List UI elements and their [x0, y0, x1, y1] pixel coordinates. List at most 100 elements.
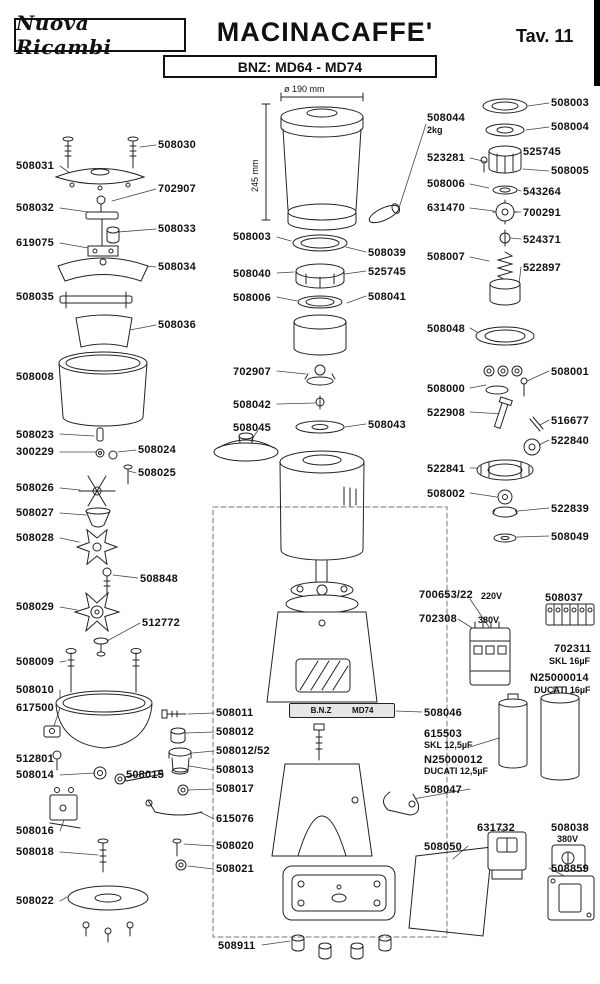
adjuster-parts-drawings	[145, 709, 203, 871]
part-label-525745-a: 525745	[368, 266, 406, 278]
part-label-508043: 508043	[368, 419, 406, 431]
part-label-508048: 508048	[427, 323, 465, 335]
part-label-508036: 508036	[158, 319, 196, 331]
table-number: Tav. 11	[516, 26, 574, 46]
part-label-508039: 508039	[368, 247, 406, 259]
dashed-group-box	[212, 506, 448, 938]
part-label-508012: 508012	[216, 726, 254, 738]
part-label-508029: 508029	[16, 601, 54, 613]
part-label-522897: 522897	[523, 262, 561, 274]
part-label-508035: 508035	[16, 291, 54, 303]
dim-label-diameter: ø 190 mm	[284, 84, 325, 94]
clamp-and-panel-drawings	[383, 791, 493, 937]
part-label-702907-b: 702907	[233, 366, 271, 378]
cap-label-skl125: SKL 12,5µF	[424, 740, 473, 750]
neck-stack-drawings	[292, 234, 348, 434]
part-label-508020: 508020	[216, 840, 254, 852]
page-title: MACINACAFFE'	[216, 17, 434, 47]
base-plate-drawing	[282, 865, 396, 960]
part-label-508018: 508018	[16, 846, 54, 858]
part-label-508000: 508000	[427, 383, 465, 395]
part-label-508005: 508005	[551, 165, 589, 177]
part-label-508024: 508024	[138, 444, 176, 456]
part-label-522841: 522841	[427, 463, 465, 475]
part-label-516677: 516677	[551, 415, 589, 427]
lid-assembly-drawings	[54, 136, 149, 348]
lid-dome-drawing	[213, 432, 279, 462]
part-label-508033: 508033	[158, 223, 196, 235]
part-label-508050: 508050	[424, 841, 462, 853]
gear-drive-drawings	[476, 365, 544, 543]
part-label-508023: 508023	[16, 429, 54, 441]
part-label-619075: 619075	[16, 237, 54, 249]
part-label-508003-b: 508003	[551, 97, 589, 109]
nameplate-brand: B.N.Z	[310, 706, 332, 715]
part-label-508006-b: 508006	[233, 292, 271, 304]
part-label-508041: 508041	[368, 291, 406, 303]
upper-bearing-drawings	[475, 98, 535, 346]
part-label-512801: 512801	[16, 753, 54, 765]
voltage-label-380v-b: 380V	[557, 834, 579, 844]
part-label-508009: 508009	[16, 656, 54, 668]
part-label-508049: 508049	[551, 531, 589, 543]
brand-logo-text: Nuova Ricambi	[16, 11, 112, 59]
doser-parts-drawings	[43, 351, 164, 943]
part-label-615503: 615503	[424, 728, 462, 740]
part-label-508004: 508004	[551, 121, 589, 133]
grinder-body-drawing	[266, 450, 378, 857]
part-label-508002: 508002	[427, 488, 465, 500]
part-label-524371: 524371	[523, 234, 561, 246]
part-label-508848: 508848	[140, 573, 178, 585]
part-label-522840: 522840	[551, 435, 589, 447]
part-label-508911: 508911	[218, 940, 256, 952]
part-label-508042: 508042	[233, 399, 271, 411]
part-label-508011: 508011	[216, 707, 254, 719]
part-label-508007: 508007	[427, 251, 465, 263]
part-label-300229: 300229	[16, 446, 54, 458]
part-label-508016: 508016	[16, 825, 54, 837]
part-label-508040: 508040	[233, 268, 271, 280]
cap-label-ducati16: DUCATI 16µF	[534, 685, 591, 695]
part-label-508026: 508026	[16, 482, 54, 494]
part-label-508013: 508013	[216, 764, 254, 776]
hopper-drawing	[261, 92, 401, 231]
part-label-522839: 522839	[551, 503, 589, 515]
part-label-508027: 508027	[16, 507, 54, 519]
part-label-615076: 615076	[216, 813, 254, 825]
part-label-702308: 702308	[419, 613, 457, 625]
part-label-508028: 508028	[16, 532, 54, 544]
cap-label-ducati125: DUCATI 12,5µF	[424, 766, 489, 776]
part-label-508021: 508021	[216, 863, 254, 875]
model-subtitle: BNZ: MD64 - MD74	[163, 55, 437, 78]
nameplate-model: MD74	[352, 706, 374, 715]
part-label-512772: 512772	[142, 617, 180, 629]
part-label-508001: 508001	[551, 366, 589, 378]
part-label-700653-22: 700653/22	[419, 589, 473, 601]
part-label-n25000014: N25000014	[530, 672, 589, 684]
part-label-702907-a: 702907	[158, 183, 196, 195]
part-label-508045: 508045	[233, 422, 271, 434]
part-label-700291: 700291	[523, 207, 561, 219]
cap-label-skl16: SKL 16µF	[549, 656, 591, 666]
part-label-508046: 508046	[424, 707, 462, 719]
part-label-508015: 508015	[126, 769, 164, 781]
part-label-522908: 522908	[427, 407, 465, 419]
part-label-702311: 702311	[554, 643, 592, 655]
part-label-508030: 508030	[158, 139, 196, 151]
dim-label-height: 245 mm	[250, 159, 260, 192]
part-label-508006-a: 508006	[427, 178, 465, 190]
part-label-508022: 508022	[16, 895, 54, 907]
part-label-n25000012: N25000012	[424, 754, 483, 766]
part-label-508010: 508010	[16, 684, 54, 696]
part-label-508032: 508032	[16, 202, 54, 214]
voltage-label-220v: 220V	[481, 591, 503, 601]
scan-edge-artifact	[594, 0, 600, 86]
part-label-508037: 508037	[545, 592, 583, 604]
part-label-508017: 508017	[216, 783, 254, 795]
part-label-508044: 508044	[427, 112, 465, 124]
voltage-label-380v-a: 380V	[478, 615, 500, 625]
part-label-525745-b: 525745	[523, 146, 561, 158]
part-label-508008: 508008	[16, 371, 54, 383]
part-label-508003-a: 508003	[233, 231, 271, 243]
part-label-508044-qty: 2kg	[427, 125, 443, 135]
